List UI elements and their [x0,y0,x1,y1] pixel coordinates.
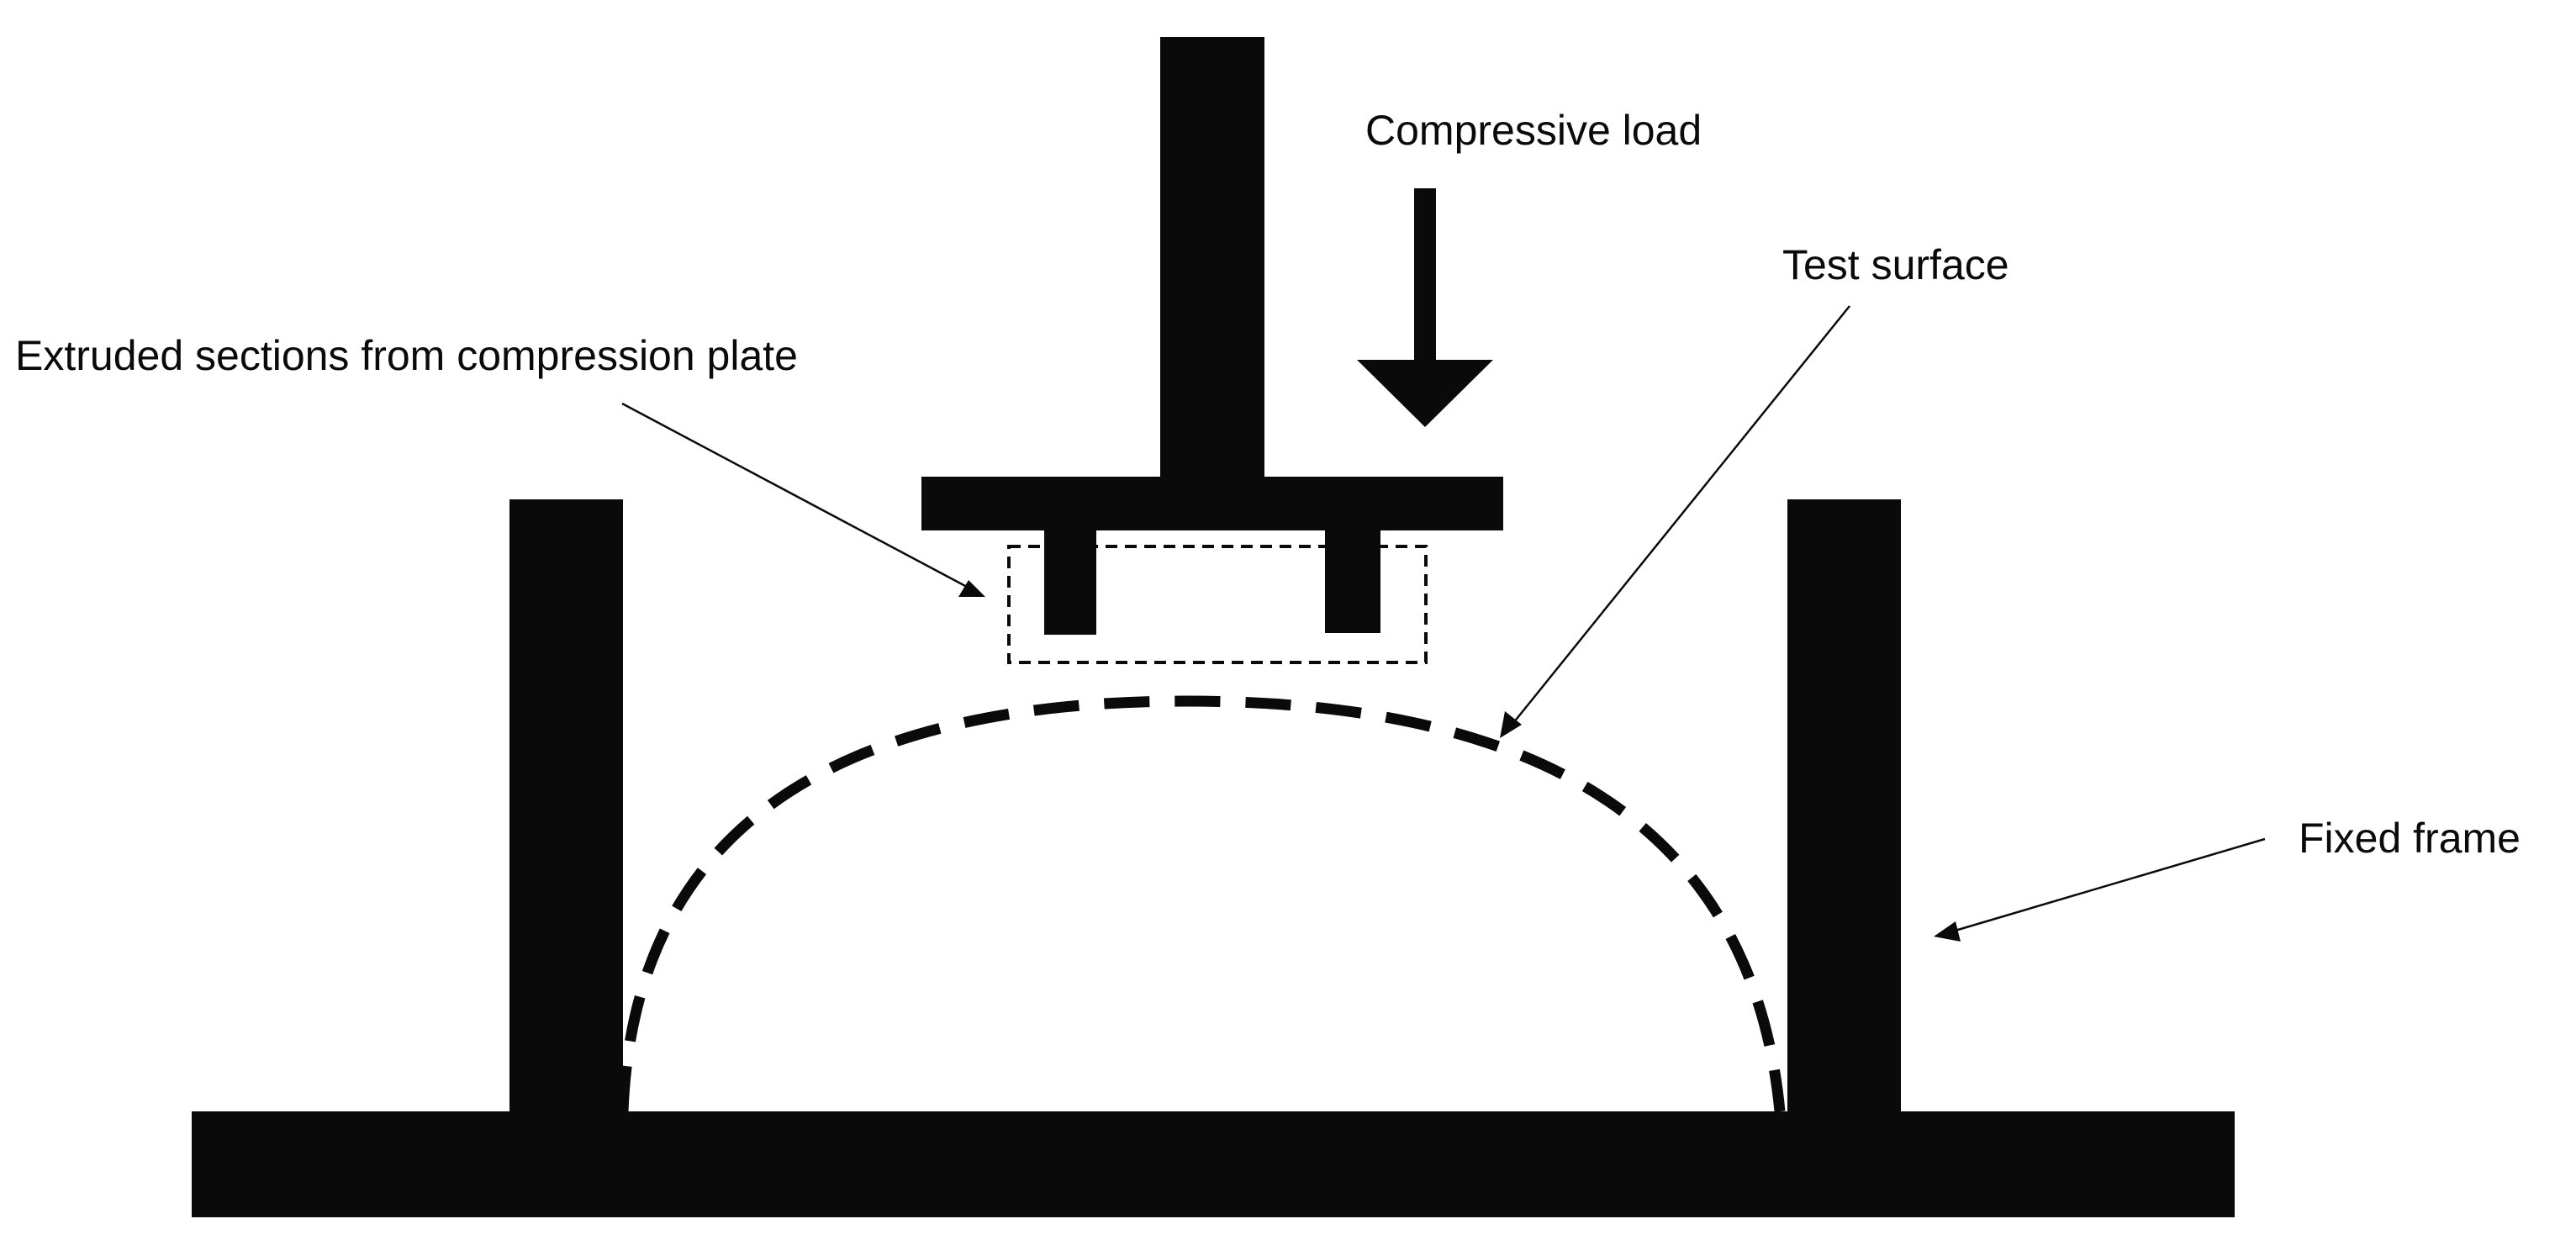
test-surface-label: Test surface [1782,241,2009,288]
extrusion-right [1325,530,1380,633]
extruded-leader-arrowhead [958,580,985,597]
extrusion-highlight-box [1007,545,1428,664]
test-surface-arc [617,695,1786,1112]
fixed-frame-leader-line [1951,837,2266,933]
load-arrow-head [1357,360,1493,427]
plunger-shaft [1160,37,1264,491]
test-surface-leader-line [1512,305,1850,724]
frame-right-upright [1787,499,1901,1121]
frame-base-plate [192,1111,2235,1217]
test-surface-leader-arrowhead [1500,711,1522,738]
frame-left-upright [509,499,623,1121]
fixed-frame-leader-arrowhead [1934,921,1961,942]
extruded-leader-line [621,402,968,588]
compressive-load-label: Compressive load [1365,107,1702,154]
extruded-sections-label: Extruded sections from compression plate [15,332,798,379]
compression-plate [921,477,1503,530]
load-arrow-shaft [1414,188,1436,361]
fixed-frame-label: Fixed frame [2299,815,2521,862]
